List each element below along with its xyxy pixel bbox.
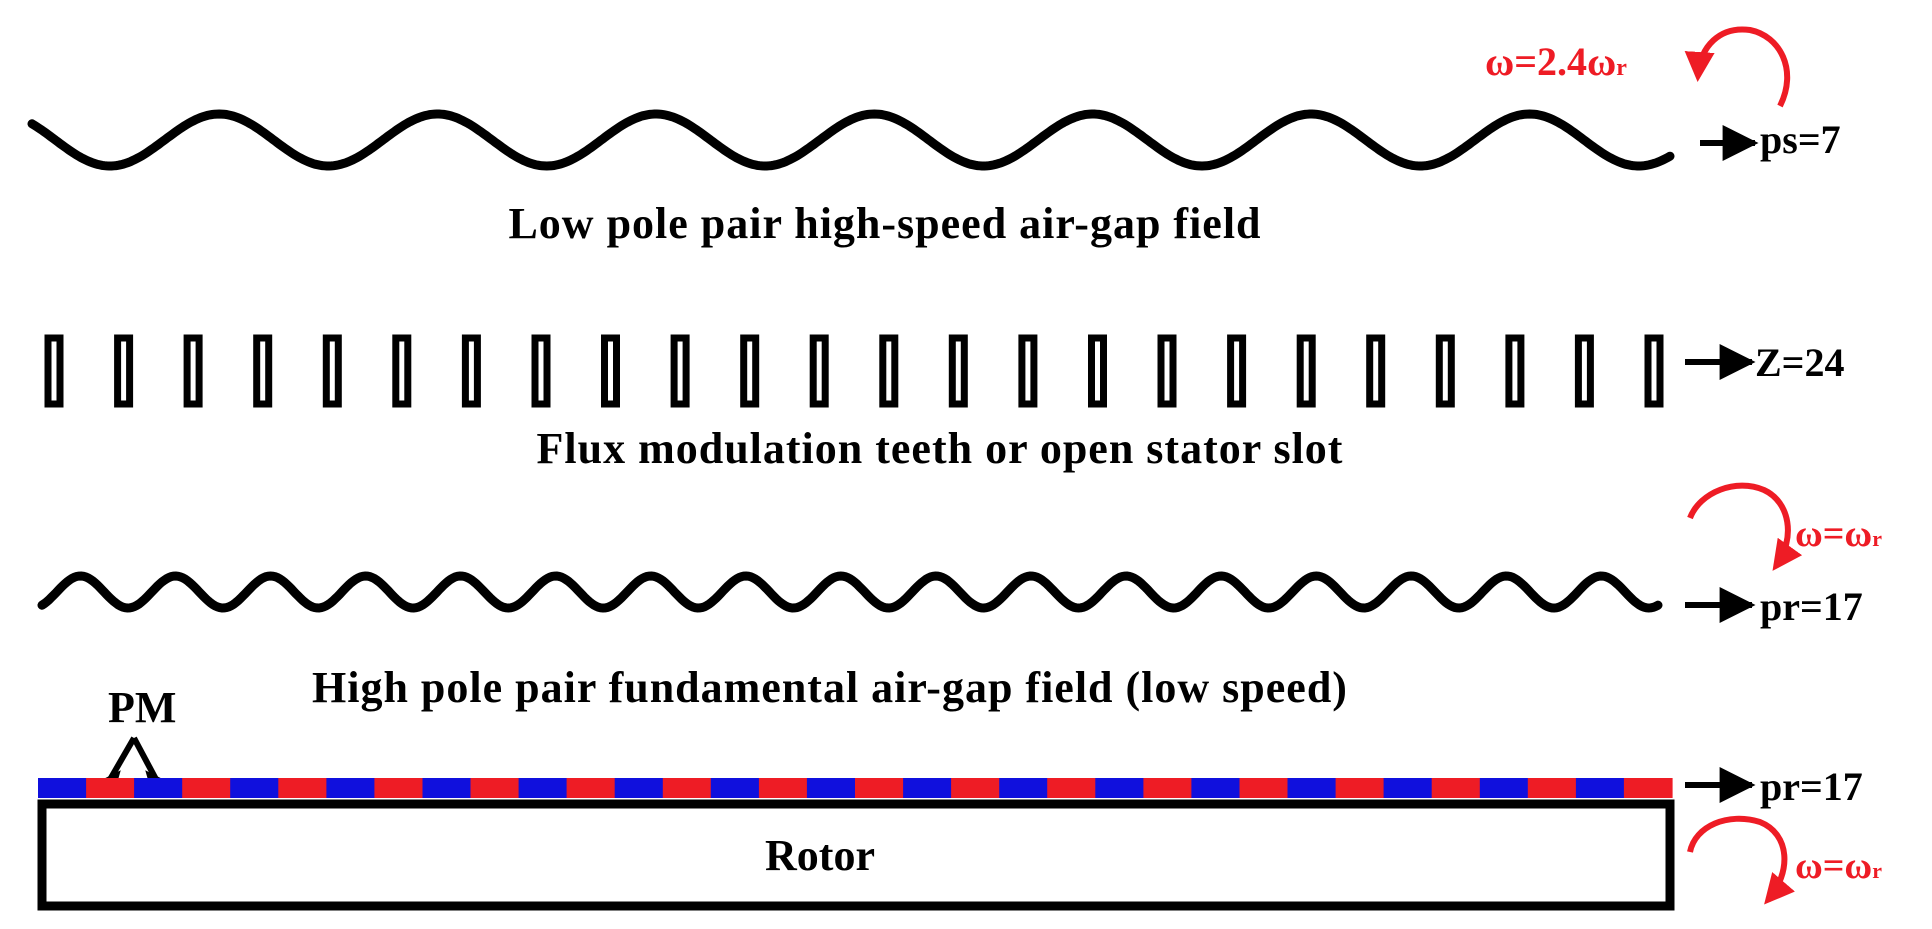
magnet-segment [1287, 778, 1337, 798]
magnet-segment [1095, 778, 1144, 798]
modulation-tooth [1157, 334, 1177, 408]
modulation-tooth [531, 334, 551, 408]
magnet-segment [710, 778, 760, 798]
magnet-segment [951, 778, 1000, 798]
magnet-segment [855, 778, 904, 798]
modulation-tooth [392, 334, 412, 408]
magnet-segment [134, 778, 183, 798]
magnet-segment [758, 778, 808, 798]
magnet-segment [566, 778, 616, 798]
modulation-tooth [879, 334, 899, 408]
magnet-segment [1383, 778, 1433, 798]
magnet-segment [1335, 778, 1385, 798]
rotor-rotation-arrow [1687, 815, 1796, 905]
modulator-caption: Flux modulation teeth or open stator slo… [537, 424, 1344, 473]
magnet-segment [230, 778, 279, 798]
modulation-tooth [948, 334, 968, 408]
magnet-segment [999, 778, 1048, 798]
modulation-tooth [1644, 334, 1664, 408]
rotor-field-wave [37, 571, 1663, 613]
stator-speed-label: ω=2.4ωr [1485, 39, 1627, 84]
magnet-segment [1191, 778, 1241, 798]
modulation-tooth [44, 334, 64, 408]
rotor-body [37, 799, 1675, 911]
modulation-tooth [1088, 334, 1107, 408]
modulation-tooth [1296, 334, 1316, 408]
modulation-tooth [1435, 334, 1455, 408]
magnet-segment [1239, 778, 1289, 798]
magnet-segment [182, 778, 231, 798]
modulation-tooth [1574, 334, 1594, 408]
rotor-field-caption: High pole pair fundamental air-gap field… [312, 663, 1348, 712]
magnet-segment [903, 778, 952, 798]
stator-pole-pairs-label: ps=7 [1760, 117, 1841, 162]
modulation-tooth [601, 334, 620, 408]
rotor-speed-label: ω=ωr [1795, 845, 1882, 887]
modulation-tooth [461, 334, 481, 408]
modulation-tooth [322, 334, 342, 408]
rotor-label: Rotor [765, 831, 875, 880]
modulation-tooth [1227, 334, 1247, 408]
magnet-segment [278, 778, 327, 798]
permanent-magnet-strip [38, 778, 1673, 798]
teeth-count-label: Z=24 [1755, 340, 1844, 385]
modulation-tooth [183, 334, 203, 408]
magnet-segment [1047, 778, 1096, 798]
magnet-segment [662, 778, 712, 798]
magnet-segment [1527, 778, 1577, 798]
stator-field-wave [27, 109, 1675, 171]
magnet-segment [326, 778, 376, 798]
rotor-field-pole-pairs-label: pr=17 [1760, 584, 1863, 629]
rotor-field-speed-label: ω=ωr [1795, 513, 1882, 555]
modulation-tooth [1018, 334, 1038, 408]
stator-field-caption: Low pole pair high-speed air-gap field [508, 199, 1261, 248]
magnet-segment [518, 778, 568, 798]
stator-rotation-arrow [1684, 26, 1791, 108]
modulation-tooth [809, 334, 829, 408]
magnet-segment [1431, 778, 1481, 798]
magnet-segment [470, 778, 520, 798]
pm-label: PM [108, 683, 176, 732]
magnet-segment [422, 778, 472, 798]
magnet-segment [1143, 778, 1193, 798]
magnet-segment [1575, 778, 1625, 798]
magnet-segment [86, 778, 135, 798]
modulation-tooth [253, 334, 273, 408]
rotor-pole-pairs-label: pr=17 [1760, 764, 1863, 809]
magnet-segment [1623, 778, 1673, 798]
modulation-tooth [1366, 334, 1386, 408]
modulation-teeth [44, 334, 1664, 408]
modulation-tooth [740, 334, 760, 408]
magnet-segment [374, 778, 424, 798]
magnet-segment [1479, 778, 1529, 798]
magnet-segment [38, 778, 87, 798]
modulation-tooth [670, 334, 690, 408]
rotor-field-rotation-arrow [1687, 482, 1803, 571]
modulation-tooth [1505, 334, 1525, 408]
modulation-tooth [114, 334, 134, 408]
magnet-segment [806, 778, 856, 798]
magnet-segment [614, 778, 664, 798]
